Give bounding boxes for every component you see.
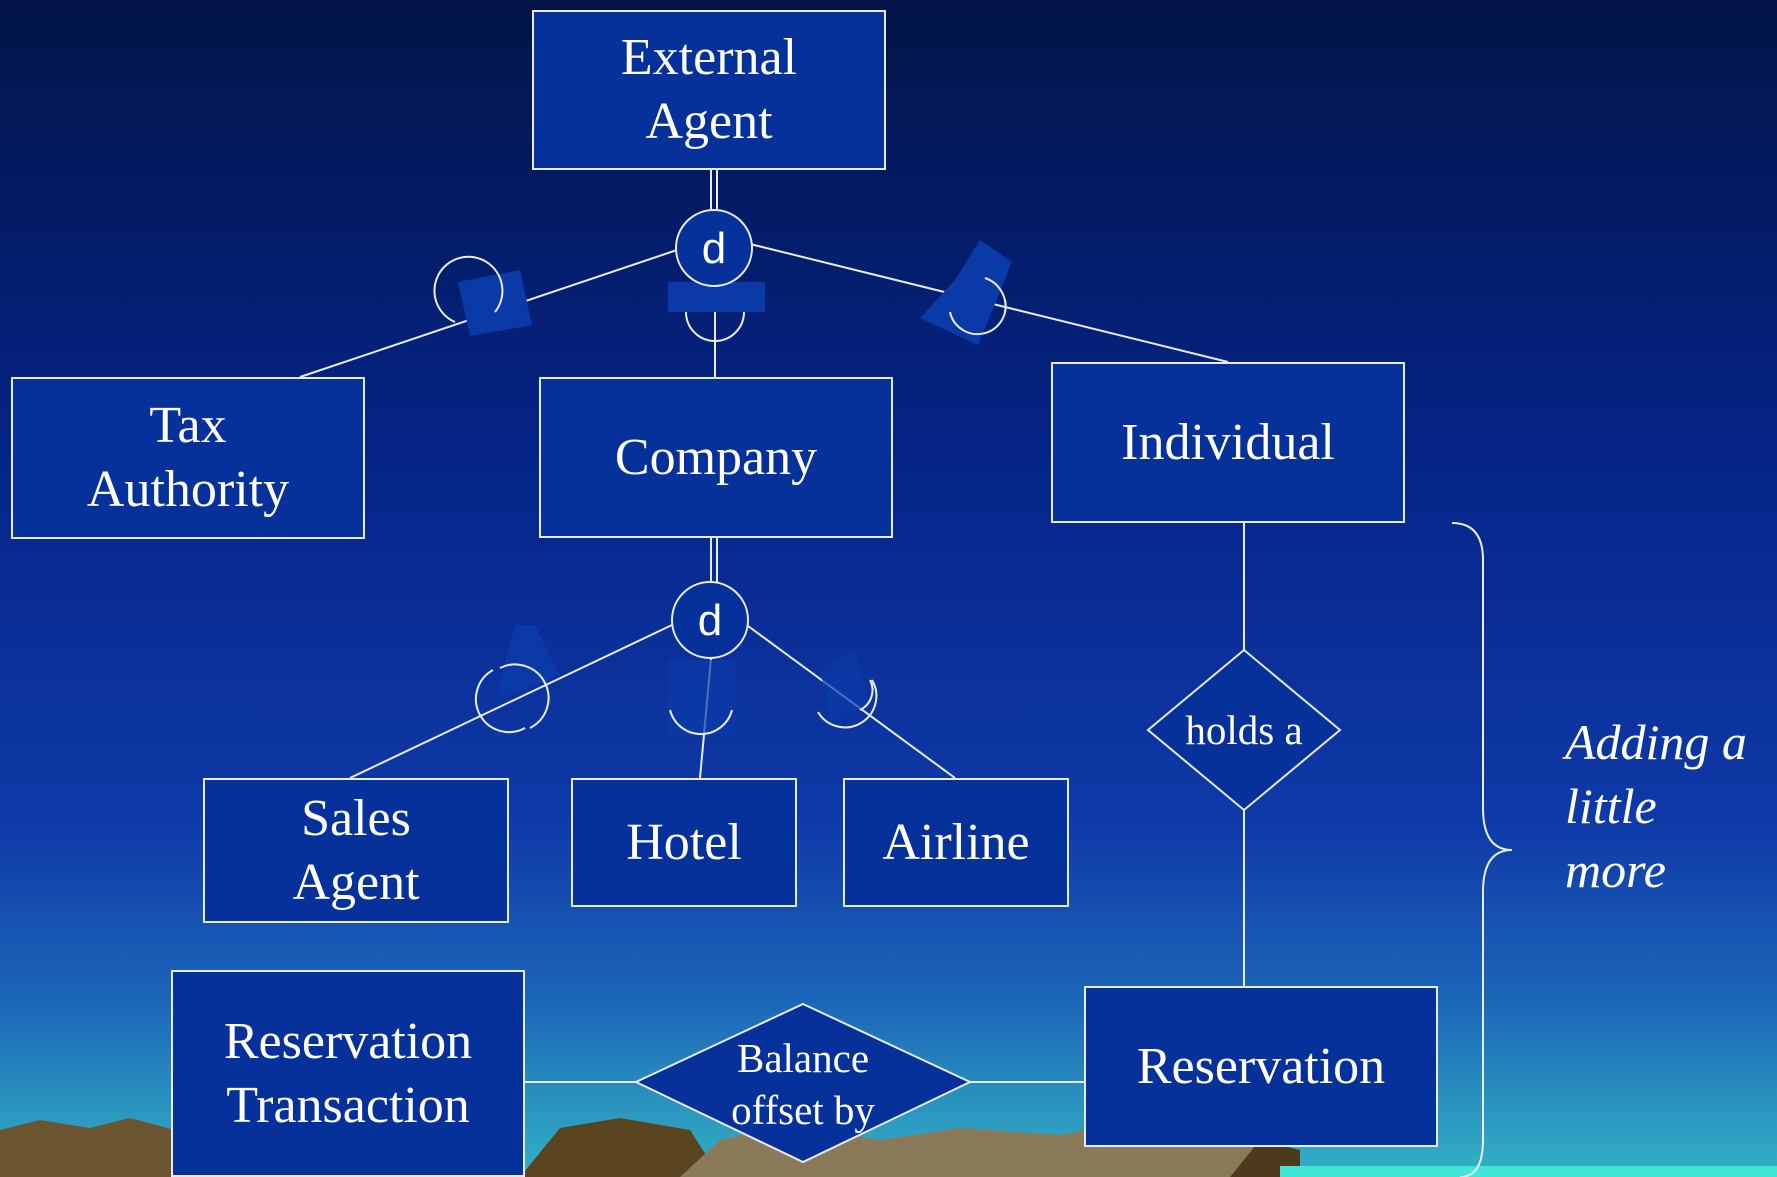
subset-arc-company [685,311,745,342]
entity-label: Reservation [223,1012,473,1070]
note-line: little [1565,778,1657,834]
entity-label: Authority [86,461,290,518]
entity-label: External [620,29,798,86]
entity-label: Hotel [626,813,742,871]
relationship-balance-label-line1: Balance [737,1035,869,1081]
entity-reservation: Reservation [1084,986,1438,1147]
entity-airline: Airline [843,778,1069,907]
entity-label: Sales [301,789,411,847]
subset-arc-tax [433,255,504,323]
relationship-holds: holds a [1146,648,1342,812]
entity-tax-authority: Tax Authority [11,377,365,539]
specialization-top-label: d [702,224,726,273]
subset-arc-sales [474,669,526,734]
entity-sales-agent: Sales Agent [203,778,509,923]
subset-arc-hotel [669,709,733,736]
entity-label: Company [614,428,818,486]
subset-arc-airline [817,679,878,729]
note-line: Adding a [1565,714,1747,770]
entity-label: Tax [149,397,227,454]
entity-label: Transaction [226,1076,470,1134]
entity-hotel: Hotel [571,778,797,907]
note-line: more [1565,842,1666,898]
entity-company: Company [539,377,893,538]
connector-sales-agent [349,624,673,779]
entity-label: Agent [645,93,773,150]
relationship-balance: Balance offset by [633,1002,973,1164]
entity-label: Reservation [1136,1037,1386,1095]
entity-label: Airline [882,813,1030,871]
grouping-brace [1451,522,1513,1177]
specialization-top: d [675,209,753,287]
subset-arc-sales [499,663,550,729]
entity-label: Agent [292,853,420,911]
relationship-holds-label: holds a [1185,707,1302,753]
entity-external-agent: External Agent [532,10,886,170]
annotation-note: Adding a little more [1565,710,1747,902]
relationship-balance-label-line2: offset by [731,1087,875,1133]
specialization-company: d [671,581,749,659]
specialization-company-label: d [698,596,722,645]
subset-arc-airline [859,679,874,711]
subset-arc-individual [949,299,1007,336]
entity-individual: Individual [1051,362,1405,523]
entity-label: Individual [1121,413,1335,471]
entity-reservation-transaction: Reservation Transaction [171,970,525,1177]
